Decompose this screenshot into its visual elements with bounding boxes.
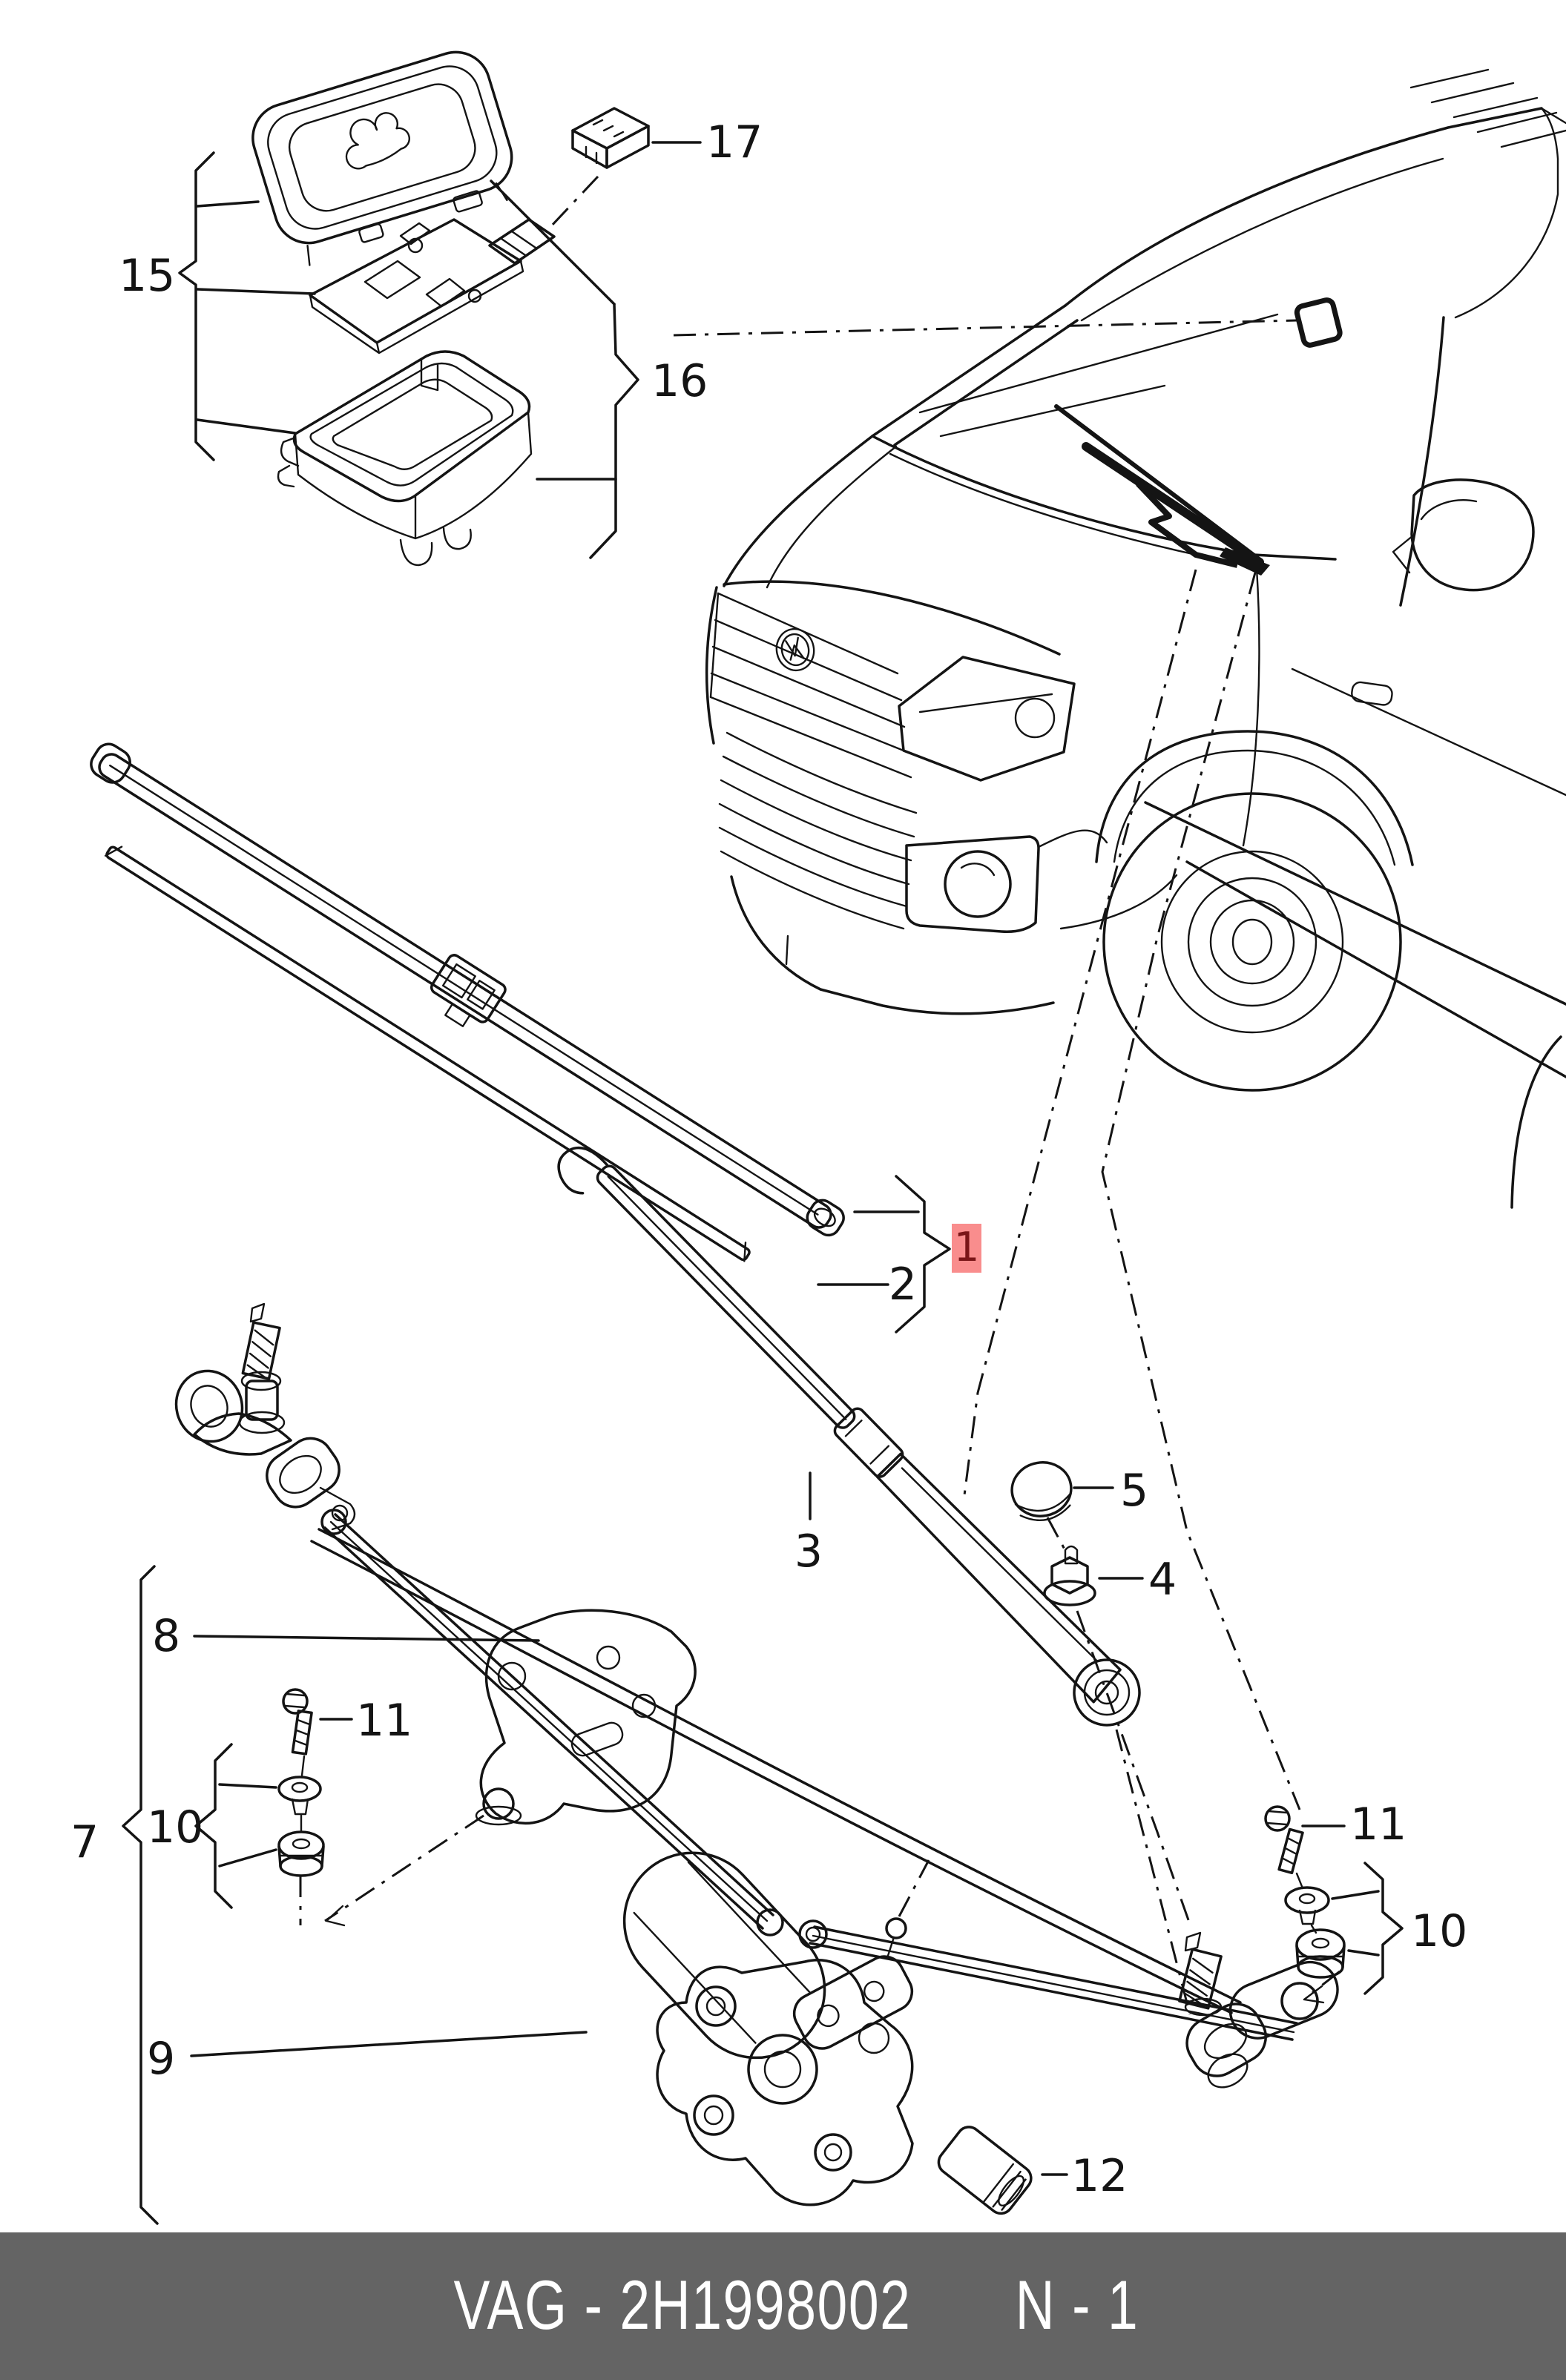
sensor-frame-drawing (277, 350, 533, 567)
wipers-on-glass (1054, 404, 1270, 576)
wiper-arm-drawing (557, 1146, 1141, 1727)
callout-10-right[interactable]: 10 (1411, 1905, 1467, 1957)
motor-connector-12 (937, 2126, 1033, 2215)
callout-12[interactable]: 12 (1071, 2150, 1128, 2202)
footer: VAG - 2H1998002 N - 1 (0, 2232, 1566, 2380)
callout-10-left[interactable]: 10 (147, 1802, 203, 1853)
footer-catalog-code: VAG - 2H1998002 (453, 2266, 911, 2344)
dashline-nut-shaft (1076, 1610, 1193, 1929)
rain-sensor-module-drawing (178, 50, 702, 567)
callout-9[interactable]: 9 (147, 2033, 175, 2085)
motor-crank (792, 1955, 914, 2050)
cap-5-drawing (1010, 1461, 1114, 1521)
b-pillar (1399, 316, 1445, 607)
bracket-16 (490, 179, 639, 559)
roof-line (1064, 107, 1543, 307)
callout-8[interactable]: 8 (152, 1610, 180, 1662)
drive-rods (320, 1509, 1298, 2041)
wiper-blade-drawing (90, 742, 845, 1262)
hood-edge (723, 435, 874, 587)
callout-7[interactable]: 7 (70, 1816, 99, 1868)
wiper-linkage-drawing (122, 1302, 1404, 2225)
dashline-cap-nut (1046, 1517, 1070, 1557)
mounting-bracket (475, 1609, 697, 1826)
cowl-line (871, 435, 1337, 561)
a-pillar (871, 304, 1079, 446)
leader-9 (190, 2031, 588, 2057)
rain-sensor-on-glass (1294, 297, 1343, 348)
bracket-1-2 (817, 1175, 951, 1334)
callout-11-left[interactable]: 11 (356, 1695, 412, 1747)
front-wheel (1095, 730, 1414, 1092)
sensor-pcb-drawing (309, 218, 556, 355)
side-mirror (1392, 478, 1535, 592)
grille (709, 592, 912, 779)
front-bumper (718, 731, 1178, 1015)
headlight (898, 656, 1076, 782)
vehicle-drawing (705, 68, 1566, 1209)
callout-2[interactable]: 2 (889, 1259, 917, 1311)
callout-11-right[interactable]: 11 (1350, 1799, 1407, 1850)
door-handle (1351, 681, 1393, 706)
right-fasteners (1264, 1805, 1404, 2004)
rear-wheel-arch (1510, 1035, 1562, 1209)
connector-17-drawing (571, 107, 650, 169)
callout-16[interactable]: 16 (651, 355, 708, 407)
door-sill (1144, 801, 1566, 1078)
reference-lines (673, 319, 1301, 1810)
frame-tube (310, 1528, 1242, 2014)
callout-1-highlighted[interactable]: 1 (954, 1224, 979, 1270)
left-pivot (174, 1302, 356, 1531)
bracket-10-right (1363, 1862, 1404, 1995)
wiper-motor (622, 1851, 1068, 2215)
bracket-7 (122, 1565, 159, 2225)
sensor-cover-drawing (251, 50, 513, 266)
wiper-refill-drawing (104, 845, 751, 1262)
left-fasteners (194, 1688, 484, 1927)
footer-bar (0, 2232, 1566, 2380)
blade-center-clip (430, 954, 507, 1027)
callout-15[interactable]: 15 (119, 250, 175, 302)
leader-8 (193, 1635, 540, 1642)
highlight-box-part-1[interactable] (952, 1224, 981, 1273)
callout-17[interactable]: 17 (706, 116, 763, 168)
callout-3[interactable]: 3 (794, 1526, 823, 1578)
footer-page-ref: N - 1 (1016, 2266, 1139, 2344)
right-pivot (1178, 1931, 1339, 2089)
callout-5[interactable]: 5 (1120, 1465, 1148, 1517)
dashline-armhead-shaft (1115, 1729, 1191, 2015)
callout-4[interactable]: 4 (1148, 1554, 1177, 1606)
dashline-connector (549, 175, 599, 228)
bracket-10-left (194, 1743, 233, 1909)
vw-logo (775, 627, 815, 672)
arm-pivot-head (1073, 1658, 1141, 1727)
bracket-15 (178, 151, 316, 461)
callouts: 15 16 17 1 2 3 5 4 8 11 10 7 9 11 10 12 (70, 116, 1467, 2202)
nut-4-drawing (1043, 1545, 1144, 1606)
